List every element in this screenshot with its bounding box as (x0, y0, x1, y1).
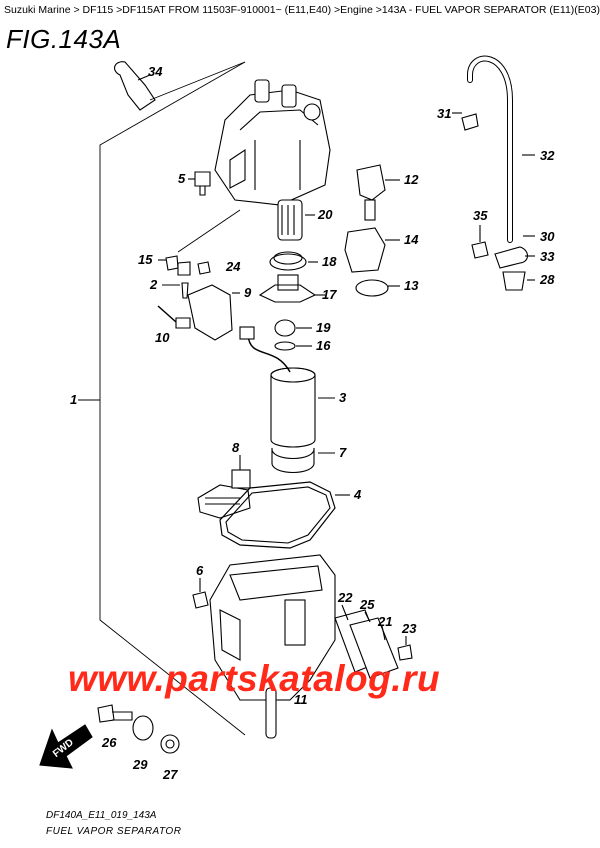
screw-15 (165, 255, 179, 271)
callout-33[interactable]: 33 (540, 249, 555, 264)
grommet-29 (132, 715, 154, 741)
callout-18[interactable]: 18 (322, 254, 337, 269)
pump-head (214, 79, 331, 206)
callout-2[interactable]: 2 (150, 277, 158, 292)
callout-16[interactable]: 16 (316, 338, 331, 353)
callout-5[interactable]: 5 (178, 171, 186, 186)
diagram-name: FUEL VAPOR SEPARATOR (46, 826, 182, 837)
callout-8[interactable]: 8 (232, 440, 240, 455)
watermark: www.partskatalog.ru (68, 658, 441, 699)
callout-25[interactable]: 25 (360, 597, 375, 612)
callout-35[interactable]: 35 (473, 208, 488, 223)
callout-26[interactable]: 26 (102, 735, 117, 750)
bolt-5 (194, 171, 211, 196)
callout-23[interactable]: 23 (402, 621, 417, 636)
callout-7[interactable]: 7 (339, 445, 347, 460)
callout-28[interactable]: 28 (540, 272, 555, 287)
grommet-28 (502, 271, 526, 291)
screw-23 (397, 644, 413, 661)
bolt-6 (192, 591, 209, 609)
ring-18 (269, 253, 307, 271)
bolt-35 (471, 241, 489, 259)
callout-6[interactable]: 6 (196, 563, 204, 578)
callout-34[interactable]: 34 (148, 64, 163, 79)
pin-11 (265, 687, 277, 739)
diagram-code: DF140A_E11_019_143A (46, 810, 157, 821)
callout-10[interactable]: 10 (155, 330, 170, 345)
gasket-4 (219, 481, 336, 549)
pump-wire (247, 334, 291, 373)
band-7 (271, 447, 315, 473)
assembly-outline (99, 61, 246, 736)
cap-17 (258, 284, 317, 303)
bolt-26 (97, 704, 115, 723)
callout-4[interactable]: 4 (354, 487, 362, 502)
callout-17[interactable]: 17 (322, 287, 337, 302)
callout-20[interactable]: 20 (318, 207, 333, 222)
figure-title: FIG.143A (6, 24, 122, 54)
callout-12[interactable]: 12 (404, 172, 419, 187)
callout-29[interactable]: 29 (133, 757, 148, 772)
wire-10 (157, 305, 177, 323)
ring-13 (355, 279, 389, 297)
breadcrumb[interactable]: Suzuki Marine > DF115 >DF115AT FROM 1150… (4, 4, 600, 16)
clamp-31 (461, 113, 479, 131)
callout-19[interactable]: 19 (316, 320, 331, 335)
screw-24 (197, 261, 211, 275)
seal-19 (274, 319, 296, 337)
callout-31[interactable]: 31 (437, 106, 452, 121)
callout-30[interactable]: 30 (540, 229, 555, 244)
fuel-pump-3 (270, 367, 335, 448)
callout-32[interactable]: 32 (540, 148, 555, 163)
fwd-arrow-icon (39, 724, 93, 769)
callout-15[interactable]: 15 (138, 252, 153, 267)
callout-27[interactable]: 27 (163, 767, 178, 782)
callout-11[interactable]: 11 (294, 692, 308, 707)
strainer-8 (197, 455, 251, 519)
callout-9[interactable]: 9 (244, 285, 252, 300)
callout-13[interactable]: 13 (404, 278, 419, 293)
clip-33 (494, 246, 529, 269)
callout-3[interactable]: 3 (339, 390, 347, 405)
ring-16 (274, 341, 296, 351)
callout-22[interactable]: 22 (338, 590, 353, 605)
regulator-12 (356, 164, 400, 221)
callout-14[interactable]: 14 (404, 232, 419, 247)
float-chamber (209, 554, 336, 701)
sensor-9 (187, 284, 233, 341)
bracket-34 (114, 61, 156, 111)
callout-1[interactable]: 1 (70, 392, 78, 407)
clip-2 (177, 261, 191, 276)
collar-27 (160, 734, 180, 754)
callout-24[interactable]: 24 (226, 259, 241, 274)
cap-14 (344, 227, 386, 273)
filter-20 (277, 199, 303, 241)
callout-21[interactable]: 21 (378, 614, 393, 629)
